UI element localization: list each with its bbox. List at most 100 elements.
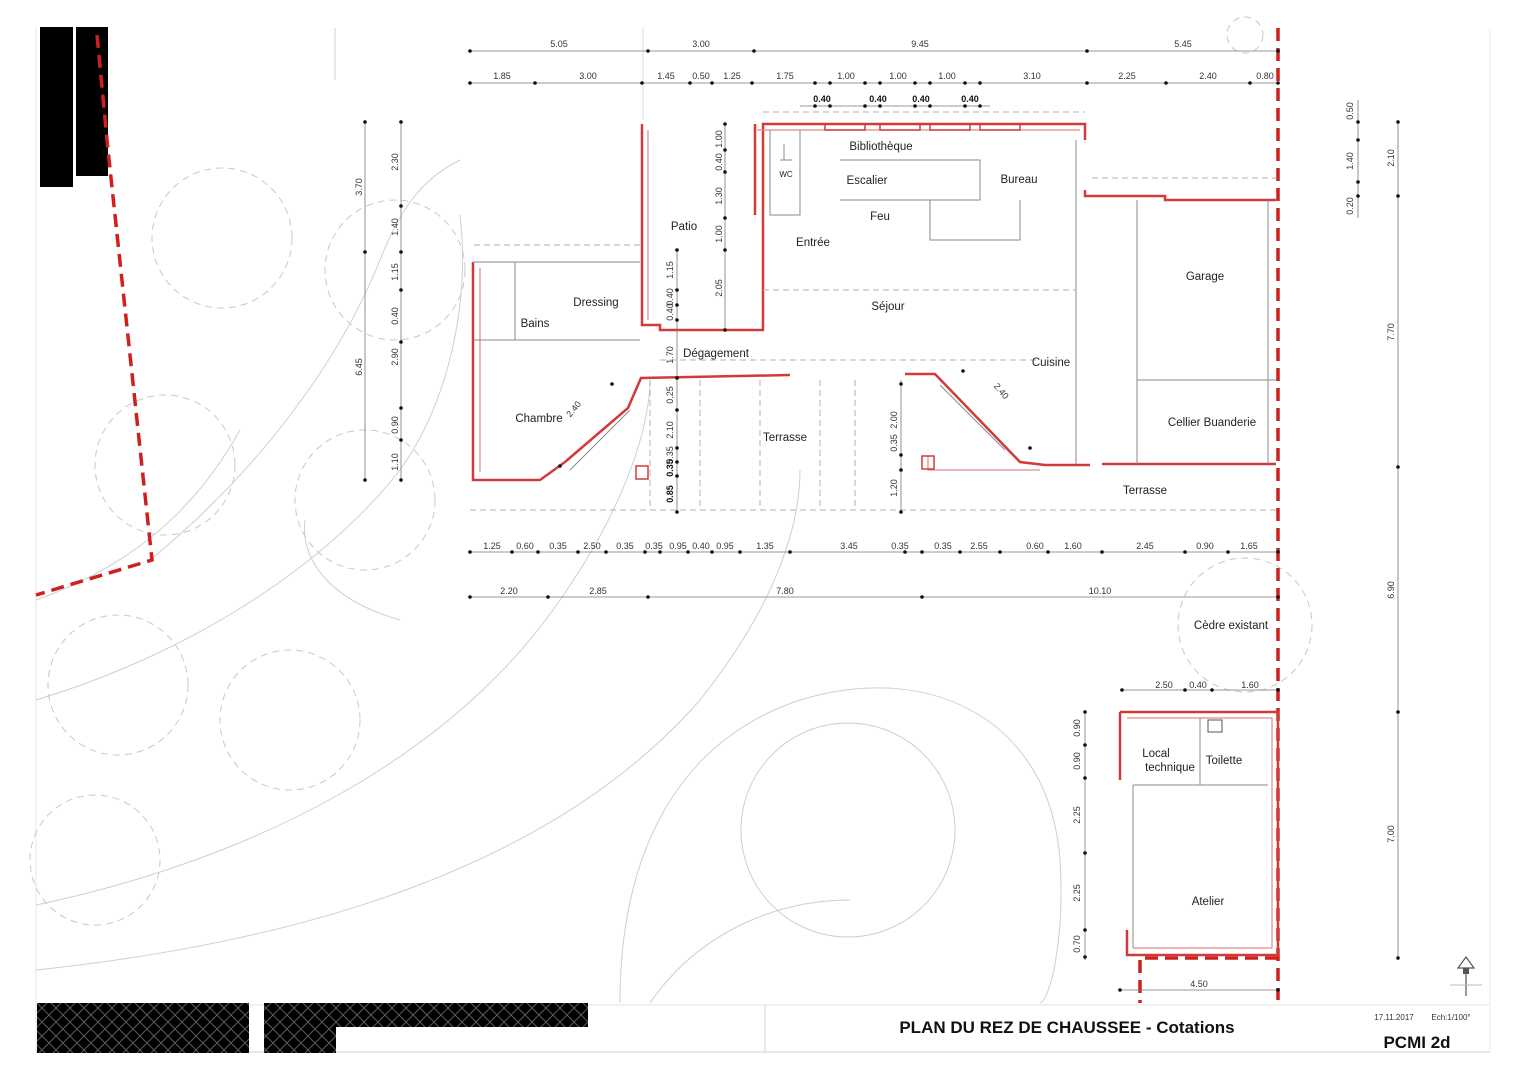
dim-tick [1028,446,1032,450]
dim-tick [675,408,679,412]
dim-tick [710,81,714,85]
dim-bot2-3: 10.10 [1089,586,1112,596]
dim-diag-right: 2.40 [992,381,1011,401]
dim-terr-1: 0.35 [889,434,899,452]
dim-tick [788,550,792,554]
dim-terr-0: 2.00 [889,411,899,429]
dim-tick [1118,988,1122,992]
dim-mid-2: 0.40 [665,303,675,321]
dim-top1-0: 5.05 [550,39,568,49]
dim-tick [558,464,562,468]
dim-mid-0: 1.15 [665,261,675,279]
dim-tick [723,170,727,174]
dim-right-big-1: 7.70 [1386,323,1396,341]
dim-tick [688,81,692,85]
dim-tick [1085,81,1089,85]
dim-tick [646,49,650,53]
interior-walls [470,111,1276,511]
dim-bot1-2: 0.35 [549,541,567,551]
dim-left-inner-5: 0.90 [390,416,400,434]
dim-top2-11: 2.40 [1199,71,1217,81]
dim-patio-3: 1.00 [714,225,724,243]
dim-tick [675,303,679,307]
dim-bot2-2: 7.80 [776,586,794,596]
dim-tick [1276,595,1280,599]
dim-tick [899,468,903,472]
title-block: PLAN DU REZ DE CHAUSSEE - Cotations 17.1… [899,1013,1470,1052]
dim-tick [998,550,1002,554]
dim-patio-1: 0.40 [714,153,724,171]
dim-tick [510,550,514,554]
neighbor-buildings [40,27,108,187]
label-dressing: Dressing [573,297,618,309]
dim-top3-1: 0.40 [869,94,887,104]
dim-tick [643,550,647,554]
dimension-lines [363,49,1400,992]
dim-tick [752,49,756,53]
label-terrasse: Terrasse [763,432,807,444]
dim-tick [468,81,472,85]
dim-bot1-13: 2.55 [970,541,988,551]
dim-tick [1183,550,1187,554]
dim-tick [828,104,832,108]
dim-top2-9: 3.10 [1023,71,1041,81]
dim-tick [1396,710,1400,714]
dim-patio-2: 1.30 [714,187,724,205]
dim-tick [468,49,472,53]
dim-bot1-16: 2.45 [1136,541,1154,551]
dim-tick [813,104,817,108]
dim-annex-top-0: 2.50 [1155,680,1173,690]
label-atelier: Atelier [1192,896,1225,908]
dim-tick [1183,688,1187,692]
dim-tick [1083,743,1087,747]
label-cedre: Cèdre existant [1194,620,1269,632]
dim-tick [363,120,367,124]
label-sejour: Séjour [871,301,904,313]
dim-bot1-0: 1.25 [483,541,501,551]
dim-tick [1046,550,1050,554]
dim-tick [610,382,614,386]
dim-tick [1356,194,1360,198]
dim-tick [899,382,903,386]
dim-tick [576,550,580,554]
dim-top2-0: 1.85 [493,71,511,81]
dim-top1-1: 3.00 [692,39,710,49]
label-local-2: technique [1145,762,1195,774]
drawing-date: 17.11.2017 [1374,1013,1414,1022]
dim-tick [723,216,727,220]
dim-tick [903,550,907,554]
dim-bot1-5: 0.35 [645,541,663,551]
north-arrow-icon [1450,955,1482,996]
dim-right-big-3: 7.00 [1386,825,1396,843]
label-feu: Feu [870,211,890,223]
dim-tick [675,460,679,464]
house-walls [471,122,1276,482]
dim-tick [1248,81,1252,85]
dim-top2-1: 3.00 [579,71,597,81]
dim-top2-10: 2.25 [1118,71,1136,81]
dim-tick [1396,194,1400,198]
dim-tick [958,550,962,554]
dim-tick [646,595,650,599]
dim-bot1-3: 2.50 [583,541,601,551]
dim-left-outer-1: 6.45 [354,358,364,376]
dim-mid-6: 0.35 [665,446,675,464]
dim-tick [675,510,679,514]
dim-right-small-2: 0.20 [1345,197,1355,215]
dim-tick [963,104,967,108]
dim-tick [723,328,727,332]
dim-tick [1356,138,1360,142]
dim-bot1-7: 0.40 [692,541,710,551]
dim-top2-7: 1.00 [889,71,907,81]
dim-left-inner-2: 1.15 [390,263,400,281]
dim-tick [920,595,924,599]
dim-tick [978,104,982,108]
dim-mid-5: 2.10 [665,421,675,439]
dim-mid-4: 0.25 [665,386,675,404]
dim-mid-7: 0.35 [665,459,675,477]
dim-patio-0: 1.00 [714,130,724,148]
label-chambre: Chambre [515,413,562,425]
dim-bot1-9: 1.35 [756,541,774,551]
dim-left-inner-1: 1.40 [390,218,400,236]
dim-tick [399,478,403,482]
